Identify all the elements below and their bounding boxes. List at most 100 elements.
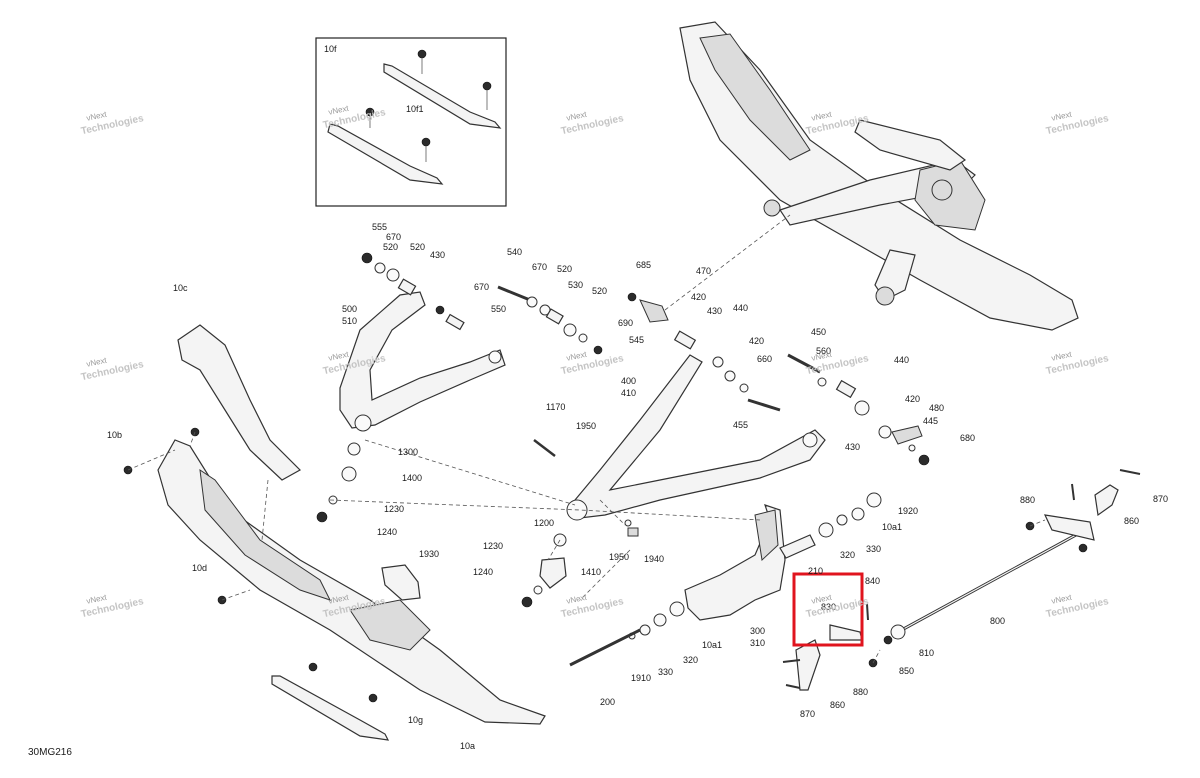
callout-455: 455 (733, 420, 748, 430)
callout-320: 320 (683, 655, 698, 665)
callout-685: 685 (636, 260, 651, 270)
ski-10a (157, 439, 546, 725)
callout-870: 870 (800, 709, 815, 719)
callout-1950: 1950 (576, 421, 596, 431)
watermark-line1: vNext (566, 110, 589, 123)
callout-670: 670 (532, 262, 547, 272)
callout-430: 430 (430, 250, 445, 260)
callout-10c: 10c (173, 283, 188, 293)
callout-400: 400 (621, 376, 636, 386)
runner-10g (271, 662, 390, 741)
callout-210: 210 (808, 566, 823, 576)
callout-1920: 1920 (898, 506, 918, 516)
callout-530: 530 (568, 280, 583, 290)
callout-830: 830 (821, 602, 836, 612)
watermark-line1: vNext (811, 350, 834, 363)
callout-840: 840 (865, 576, 880, 586)
watermark-line1: vNext (86, 356, 109, 369)
callout-545: 545 (629, 335, 644, 345)
callout-1400: 1400 (402, 473, 422, 483)
lower-a-arm (566, 354, 826, 521)
callout-1940: 1940 (644, 554, 664, 564)
callout-420: 420 (749, 336, 764, 346)
callout-320: 320 (840, 550, 855, 560)
callout-1170: 1170 (546, 402, 565, 412)
callout-1240: 1240 (473, 567, 493, 577)
callout-870: 870 (1153, 494, 1168, 504)
callout-1910: 1910 (631, 673, 651, 683)
callout-470: 470 (696, 266, 711, 276)
drawing-code: 30MG216 (28, 747, 72, 758)
callout-880: 880 (853, 687, 868, 697)
callout-520: 520 (383, 242, 398, 252)
watermark-line1: vNext (86, 593, 109, 606)
watermark-line1: vNext (566, 350, 589, 363)
hardware (123, 252, 1141, 689)
watermark-line1: vNext (328, 350, 351, 363)
callout-445: 445 (923, 416, 938, 426)
callout-1930: 1930 (419, 549, 439, 559)
callout-860: 860 (1124, 516, 1139, 526)
watermark-line1: vNext (328, 104, 351, 117)
callout-1200: 1200 (534, 518, 554, 528)
callout-555: 555 (372, 222, 387, 232)
callout-420: 420 (691, 292, 706, 302)
callout-440: 440 (894, 355, 909, 365)
callout-810: 810 (919, 648, 934, 658)
callout-450: 450 (811, 327, 826, 337)
callout-1240: 1240 (377, 527, 397, 537)
upper-a-arm (339, 291, 506, 432)
callout-10g: 10g (408, 715, 423, 725)
callout-1410: 1410 (581, 567, 601, 577)
callout-330: 330 (658, 667, 673, 677)
callout-330: 330 (866, 544, 881, 554)
callout-1230: 1230 (384, 504, 404, 514)
callout-1950: 1950 (609, 552, 629, 562)
callout-690: 690 (618, 318, 633, 328)
watermark-line1: vNext (1051, 350, 1074, 363)
callout-200: 200 (600, 697, 615, 707)
watermark-line1: vNext (1051, 110, 1074, 123)
callout-410: 410 (621, 388, 636, 398)
callout-480: 480 (929, 403, 944, 413)
callout-560: 560 (816, 346, 831, 356)
callout-10b: 10b (107, 430, 122, 440)
watermark-line1: vNext (1051, 593, 1074, 606)
assembly-lines (127, 214, 1046, 664)
callout-850: 850 (899, 666, 914, 676)
callout-670: 670 (386, 232, 401, 242)
callout-540: 540 (507, 247, 522, 257)
callout-1300: 1300 (398, 447, 418, 457)
callout-10f1: 10f1 (406, 104, 424, 114)
highlight-box (792, 572, 864, 647)
watermark-line1: vNext (86, 110, 109, 123)
callout-880: 880 (1020, 495, 1035, 505)
ski-loop-10c (177, 324, 301, 481)
watermark-line1: vNext (811, 110, 834, 123)
callout-500: 500 (342, 304, 357, 314)
watermark-line1: vNext (566, 593, 589, 606)
callout-10a: 10a (460, 741, 475, 751)
watermark-line1: vNext (811, 593, 834, 606)
callout-440: 440 (733, 303, 748, 313)
callout-520: 520 (592, 286, 607, 296)
callout-10a1: 10a1 (882, 522, 902, 532)
callout-670: 670 (474, 282, 489, 292)
assembled-ski (679, 21, 1079, 331)
callout-860: 860 (830, 700, 845, 710)
inset-label: 10f (324, 44, 337, 54)
callout-430: 430 (845, 442, 860, 452)
